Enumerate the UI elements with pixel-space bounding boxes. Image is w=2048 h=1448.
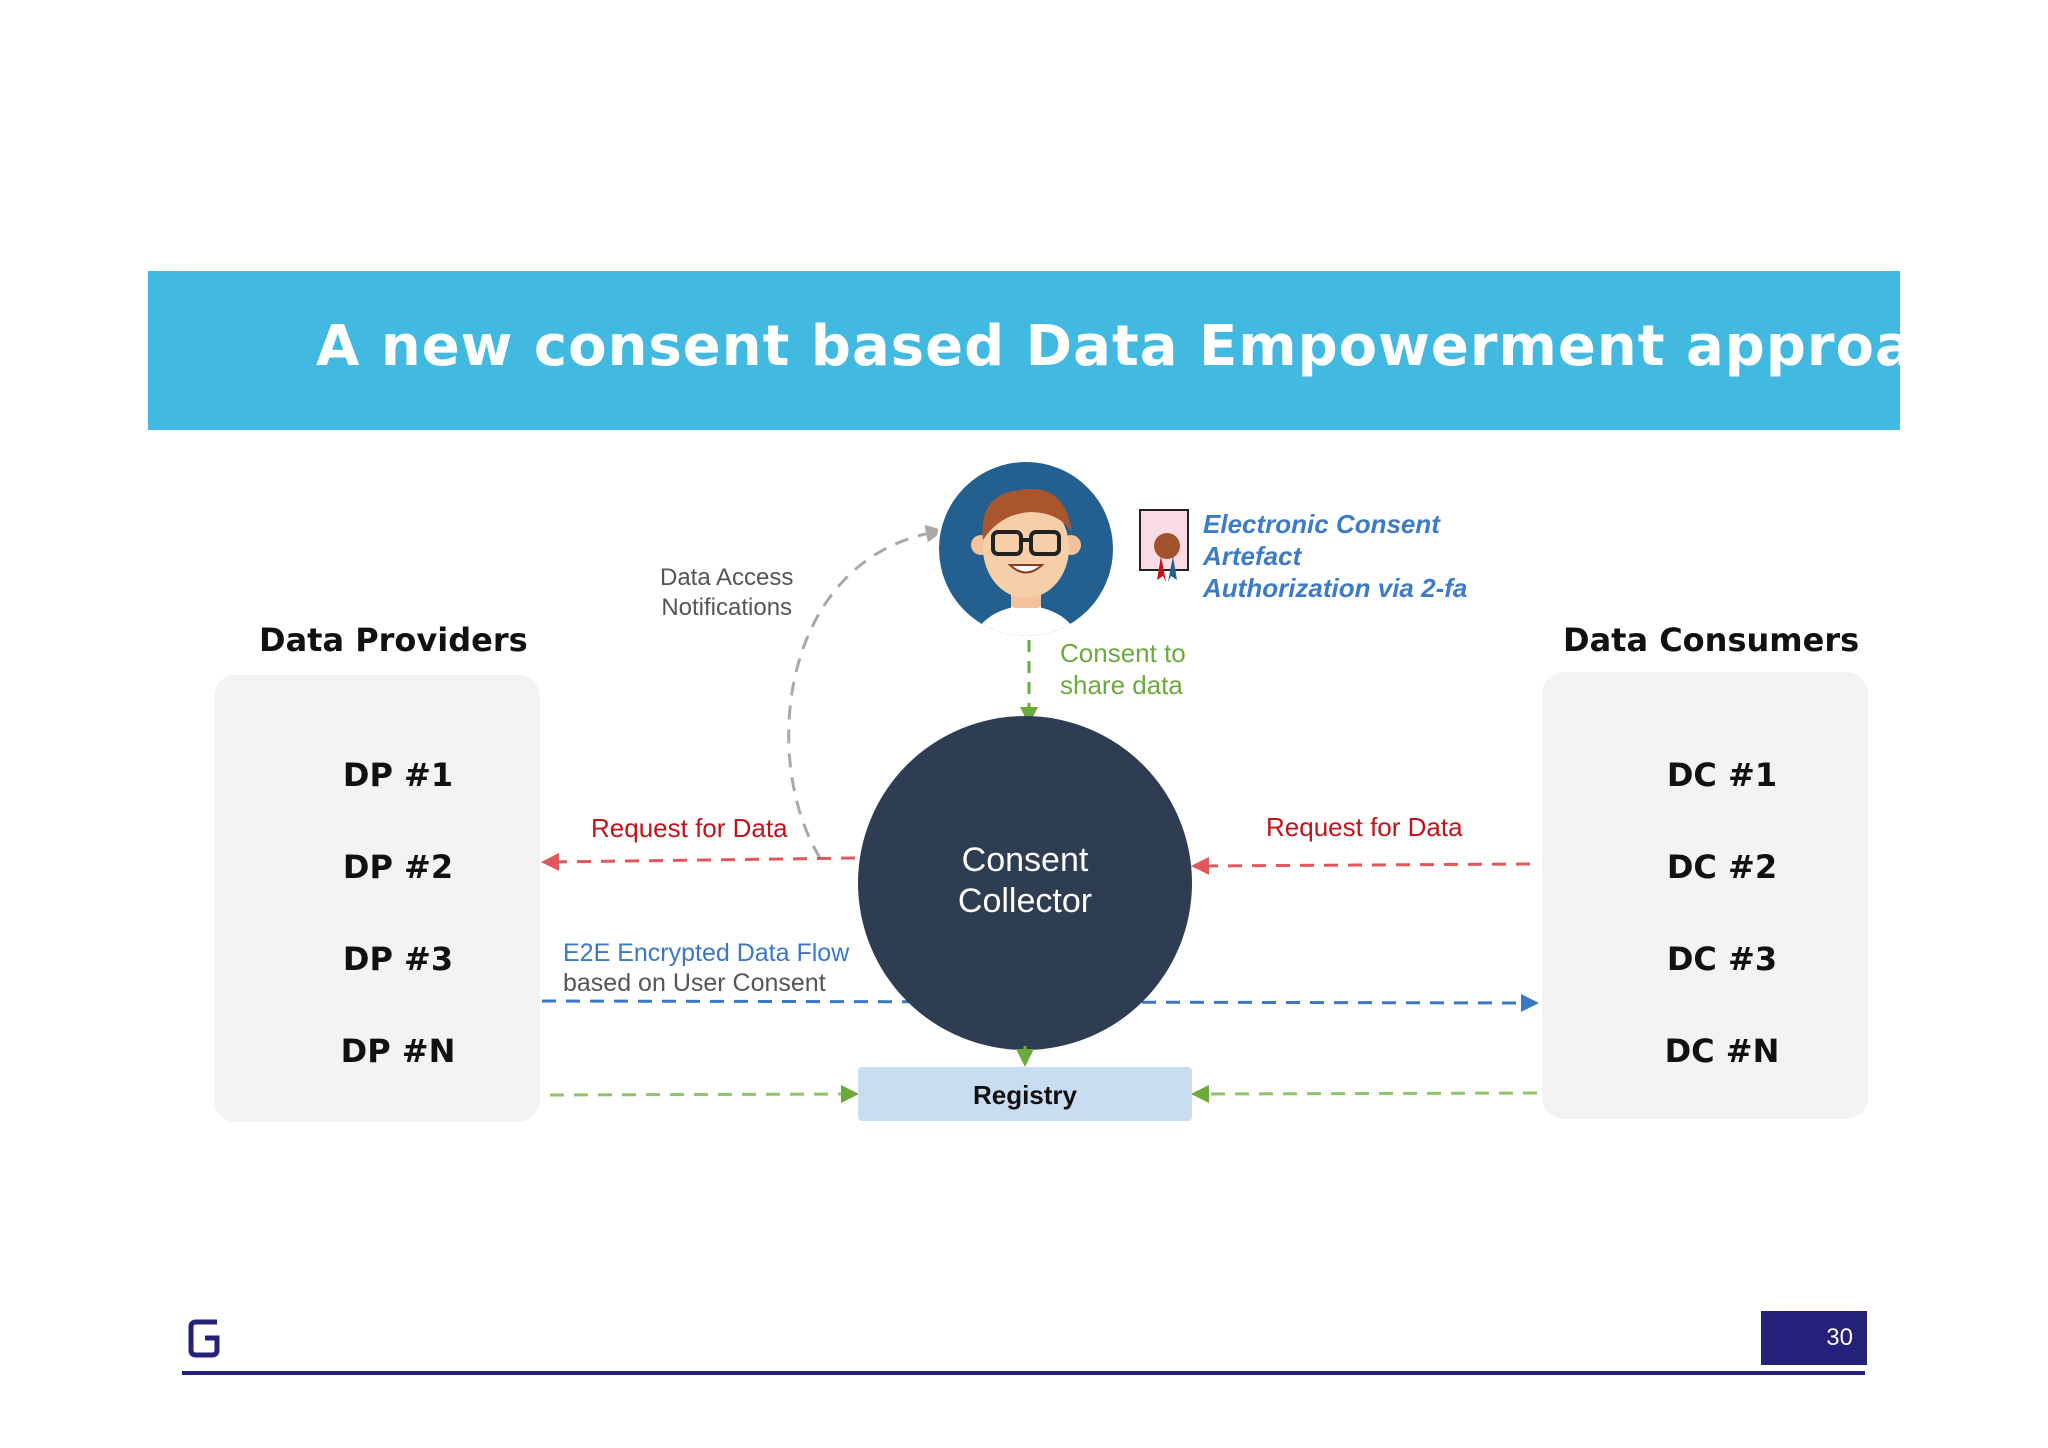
registry-arrow-right bbox=[1191, 1084, 1538, 1103]
request-arrow-left bbox=[541, 852, 856, 871]
request-label-left: Request for Data bbox=[591, 813, 788, 843]
e2e-flow-label: E2E Encrypted Data Flow based on User Co… bbox=[563, 938, 849, 998]
consent-collector-label: Consent Collector bbox=[855, 840, 1195, 922]
provider-node: DP #N bbox=[340, 1032, 456, 1070]
footer-rule bbox=[182, 1371, 1865, 1375]
slide-title: A new consent based Data Empowerment app… bbox=[316, 314, 2016, 379]
consent-label-line: Consent to bbox=[1060, 638, 1186, 668]
consumer-node: DC #2 bbox=[1666, 848, 1778, 886]
consent-label: Consent to share data bbox=[1060, 637, 1186, 701]
registry-box: Registry bbox=[858, 1067, 1192, 1121]
consumer-node: DC #1 bbox=[1666, 756, 1778, 794]
e2e-label-line: E2E Encrypted Data Flow bbox=[563, 939, 850, 967]
user-avatar-icon bbox=[936, 459, 1116, 639]
data-providers-panel bbox=[214, 675, 540, 1122]
notifications-arrow bbox=[787, 524, 944, 859]
consent-artefact-label: Electronic Consent Artefact Authorizatio… bbox=[1203, 508, 1467, 604]
registry-label: Registry bbox=[972, 1080, 1078, 1110]
consent-label-line: share data bbox=[1060, 670, 1183, 700]
provider-node: DP #1 bbox=[342, 756, 454, 794]
notifications-label-line: Data Access bbox=[660, 564, 794, 591]
collector-label-line: Consent bbox=[961, 841, 1089, 879]
artefact-line: Artefact bbox=[1203, 541, 1302, 571]
request-arrow-right bbox=[1191, 856, 1531, 875]
notifications-label: Data Access Notifications bbox=[660, 563, 793, 623]
page-number-badge: 30 bbox=[1761, 1311, 1867, 1365]
e2e-label-line: based on User Consent bbox=[563, 969, 826, 997]
consent-collector-circle bbox=[858, 716, 1192, 1050]
page-number: 30 bbox=[1826, 1324, 1853, 1351]
consumer-node: DC #3 bbox=[1666, 940, 1778, 978]
registry-arrow-left bbox=[549, 1085, 859, 1104]
artefact-line: Authorization via 2-fa bbox=[1203, 573, 1468, 603]
e2e-arrow bbox=[541, 993, 1539, 1012]
artefact-line: Electronic Consent bbox=[1203, 509, 1440, 539]
collector-label-line: Collector bbox=[957, 882, 1093, 920]
provider-node: DP #3 bbox=[342, 940, 454, 978]
data-providers-title: Data Providers bbox=[259, 621, 528, 659]
title-banner: A new consent based Data Empowerment app… bbox=[148, 271, 2016, 430]
request-label-right: Request for Data bbox=[1266, 812, 1463, 842]
data-consumers-title: Data Consumers bbox=[1563, 621, 1860, 659]
g-logo-icon bbox=[188, 1319, 220, 1358]
data-consumers-panel bbox=[1542, 672, 1868, 1119]
notifications-label-line: Notifications bbox=[661, 594, 793, 621]
provider-node: DP #2 bbox=[342, 848, 454, 886]
consumer-node: DC #N bbox=[1664, 1032, 1780, 1070]
certificate-icon bbox=[1139, 509, 1189, 582]
